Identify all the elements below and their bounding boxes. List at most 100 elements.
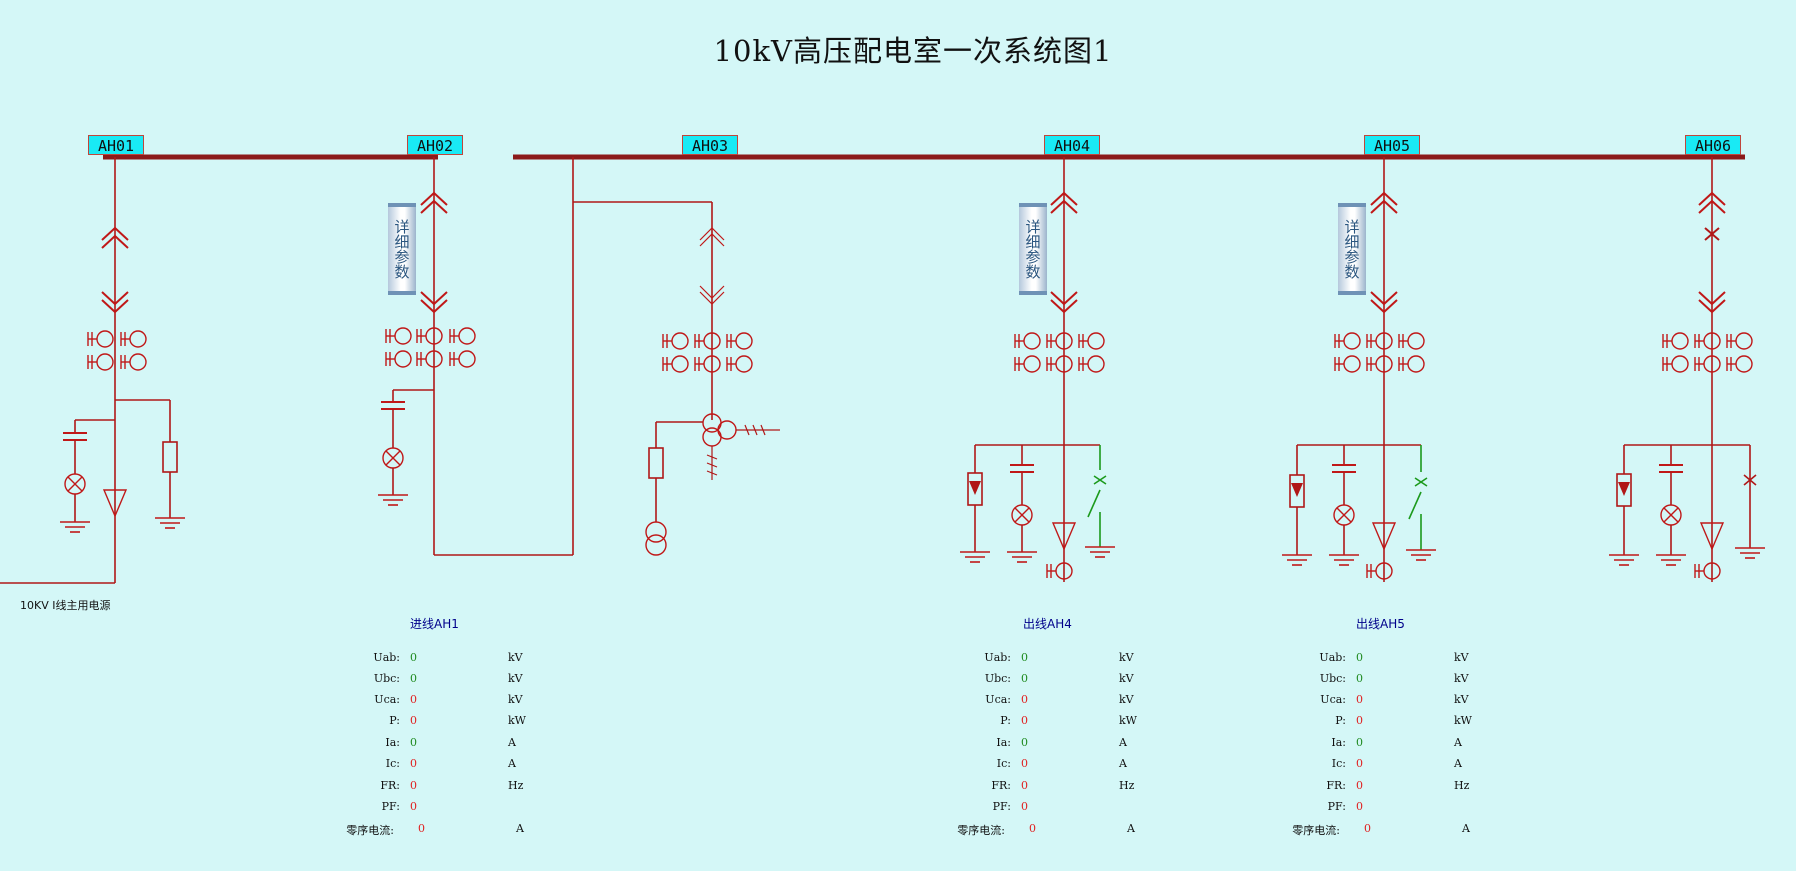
measurement-value: 0 bbox=[1356, 651, 1363, 664]
measurement-unit: kV bbox=[1454, 693, 1469, 706]
measurement-unit: Hz bbox=[1454, 779, 1470, 792]
measurement-unit: kV bbox=[508, 651, 523, 664]
measurement-unit: A bbox=[1119, 736, 1127, 749]
feeder-ah05 bbox=[1281, 157, 1437, 582]
measurement-label: P: bbox=[1000, 714, 1011, 727]
measurement-value: 0 bbox=[410, 736, 417, 749]
measurement-value: 0 bbox=[1356, 714, 1363, 727]
measurement-label: Uca: bbox=[985, 693, 1011, 706]
measurement-unit: A bbox=[1119, 757, 1127, 770]
measurement-unit: kV bbox=[508, 693, 523, 706]
panel-title: 出线AH5 bbox=[1356, 617, 1405, 631]
measurement-row: PF: 0 bbox=[1256, 800, 1556, 816]
measurement-label: Ia: bbox=[996, 736, 1011, 749]
measurement-label: Uab: bbox=[984, 651, 1011, 664]
panel-title: 进线AH1 bbox=[410, 617, 459, 631]
measurement-unit: kV bbox=[1119, 651, 1134, 664]
cabinet-label-ah01[interactable]: AH01 bbox=[88, 135, 144, 155]
measurement-unit: kW bbox=[1454, 714, 1472, 727]
measurement-value: 0 bbox=[1021, 672, 1028, 685]
measurement-label: Ubc: bbox=[373, 672, 400, 685]
cabinet-label-ah02[interactable]: AH02 bbox=[407, 135, 463, 155]
measurement-label: 零序电流: bbox=[957, 824, 1005, 837]
measurement-unit: kV bbox=[1119, 693, 1134, 706]
measurement-unit: kV bbox=[508, 672, 523, 685]
measurement-label: FR: bbox=[1326, 779, 1346, 792]
feeder-ah03 bbox=[572, 157, 780, 556]
measurement-value: 0 bbox=[1029, 822, 1036, 835]
measurement-label: Uca: bbox=[1320, 693, 1346, 706]
measurement-value: 0 bbox=[410, 779, 417, 792]
measurement-value: 0 bbox=[410, 651, 417, 664]
measurement-unit: A bbox=[1454, 736, 1462, 749]
measurement-label: PF: bbox=[992, 800, 1011, 813]
detail-params-label: 详细参数 bbox=[1342, 219, 1361, 279]
measurement-value: 0 bbox=[1021, 779, 1028, 792]
measurement-unit: A bbox=[508, 757, 516, 770]
measurement-label: 零序电流: bbox=[346, 824, 394, 837]
measurement-value: 0 bbox=[1021, 714, 1028, 727]
measurement-value: 0 bbox=[1356, 800, 1363, 813]
measurement-label: PF: bbox=[381, 800, 400, 813]
feeder-ah06 bbox=[1608, 157, 1766, 582]
measurement-label: FR: bbox=[991, 779, 1011, 792]
measurement-row: Ubc: 0 kV bbox=[310, 672, 610, 688]
measurement-label: Ubc: bbox=[1319, 672, 1346, 685]
page-title: 10kV高压配电室一次系统图1 bbox=[713, 34, 1113, 68]
feeder-ah01 bbox=[0, 157, 186, 584]
cabinet-label-ah03[interactable]: AH03 bbox=[682, 135, 738, 155]
measurement-unit: kV bbox=[1454, 672, 1469, 685]
measurement-row: PF: 0 bbox=[310, 800, 610, 816]
measurement-value: 0 bbox=[410, 672, 417, 685]
detail-params-button-ah05[interactable]: 详细参数 bbox=[1338, 203, 1366, 295]
measurement-value: 0 bbox=[1021, 736, 1028, 749]
measurement-value: 0 bbox=[1356, 757, 1363, 770]
measurement-unit: kV bbox=[1454, 651, 1469, 664]
panel-title: 出线AH4 bbox=[1023, 617, 1072, 631]
cabinet-label-ah06[interactable]: AH06 bbox=[1685, 135, 1741, 155]
measurement-value: 0 bbox=[1021, 757, 1028, 770]
measurement-value: 0 bbox=[410, 757, 417, 770]
measurement-value: 0 bbox=[410, 800, 417, 813]
detail-params-button-ah02[interactable]: 详细参数 bbox=[388, 203, 416, 295]
detail-params-button-ah04[interactable]: 详细参数 bbox=[1019, 203, 1047, 295]
measurement-value: 0 bbox=[1021, 800, 1028, 813]
measurement-value: 0 bbox=[1021, 693, 1028, 706]
measurement-row: P: 0 kW bbox=[1256, 714, 1556, 730]
measurement-label: Ia: bbox=[385, 736, 400, 749]
measurement-label: Uca: bbox=[374, 693, 400, 706]
measurement-row: Ia: 0 A bbox=[1256, 736, 1556, 752]
measurement-row: Ia: 0 A bbox=[921, 736, 1221, 752]
measurement-label: Uab: bbox=[1319, 651, 1346, 664]
cabinet-label-ah04[interactable]: AH04 bbox=[1044, 135, 1100, 155]
measurement-unit: A bbox=[516, 822, 524, 835]
cabinet-label-ah05[interactable]: AH05 bbox=[1364, 135, 1420, 155]
measurement-unit: Hz bbox=[508, 779, 524, 792]
measurement-row: PF: 0 bbox=[921, 800, 1221, 816]
source-label: 10KV I线主用电源 bbox=[20, 599, 111, 612]
measurement-unit: A bbox=[508, 736, 516, 749]
measurement-label: Uab: bbox=[373, 651, 400, 664]
measurement-unit: A bbox=[1454, 757, 1462, 770]
measurement-value: 0 bbox=[1356, 736, 1363, 749]
measurement-row: Ic: 0 A bbox=[921, 757, 1221, 773]
measurement-value: 0 bbox=[1364, 822, 1371, 835]
measurement-label: P: bbox=[1335, 714, 1346, 727]
measurement-label: Ia: bbox=[1331, 736, 1346, 749]
measurement-unit: Hz bbox=[1119, 779, 1135, 792]
measurement-label: PF: bbox=[1327, 800, 1346, 813]
measurement-label: Ic: bbox=[996, 757, 1011, 770]
